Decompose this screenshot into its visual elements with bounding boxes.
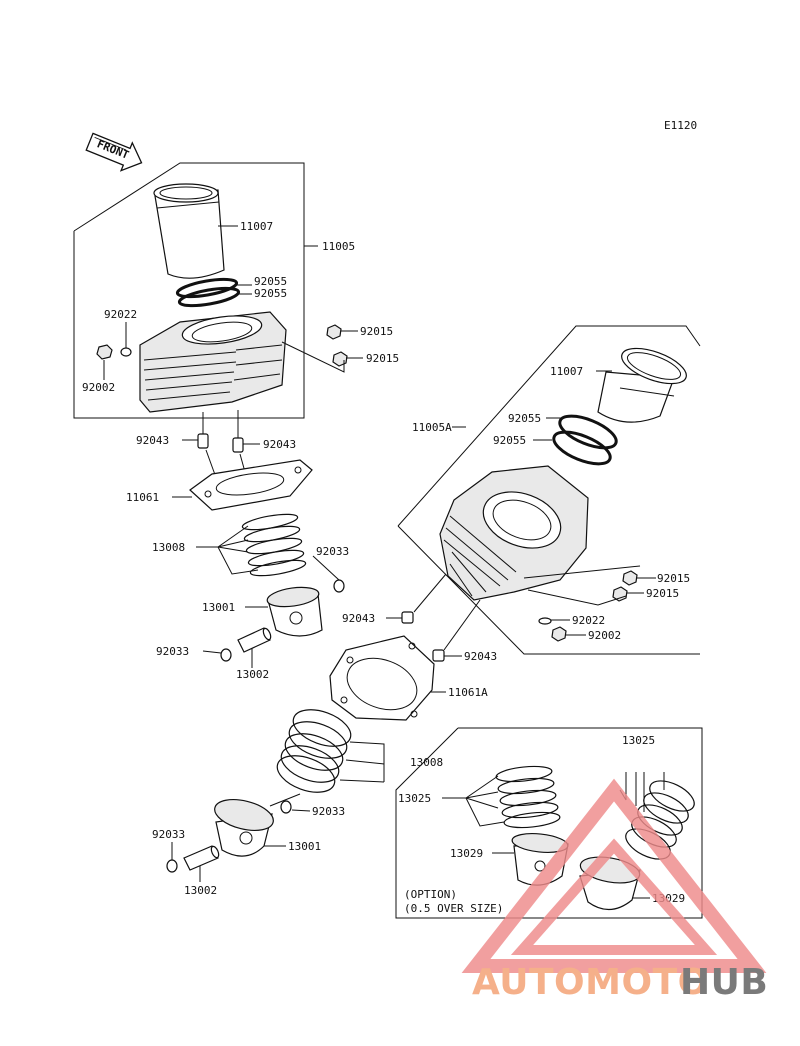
nut-92015-rear-a — [622, 570, 638, 586]
label-13008-front: 13008 — [152, 541, 185, 554]
label-92015-rear-1: 92015 — [657, 572, 690, 585]
cylinder-liner-front — [153, 183, 225, 279]
base-gasket-rear — [329, 635, 435, 721]
circlip-rear-b — [166, 859, 178, 873]
diagram-code: E1120 — [664, 119, 697, 132]
label-92022-rear: 92022 — [572, 614, 605, 627]
cylinder-block-front — [139, 311, 287, 413]
label-11005A: 11005A — [412, 421, 452, 434]
label-92002-rear: 92002 — [588, 629, 621, 642]
label-92015-rear-2: 92015 — [646, 587, 679, 600]
label-92033-front-1: 92033 — [316, 545, 349, 558]
front-cylinder-frame — [73, 162, 318, 419]
label-11007-rear: 11007 — [550, 365, 583, 378]
circlip-front-b — [220, 648, 232, 662]
bolt-92002-front — [96, 344, 113, 360]
label-13029-option-left: 13029 — [450, 847, 483, 860]
watermark-logo — [461, 778, 767, 973]
piston-rings-front — [241, 513, 307, 577]
label-13025-option-left: 13025 — [398, 792, 431, 805]
label-13002-rear: 13002 — [184, 884, 217, 897]
label-92022-front: 92022 — [104, 308, 137, 321]
label-13025-option-right: 13025 — [622, 734, 655, 747]
label-92015-front-2: 92015 — [366, 352, 399, 365]
label-92055-front-1: 92055 — [254, 275, 287, 288]
nut-92015-front-a — [326, 324, 342, 340]
label-13001-front: 13001 — [202, 601, 235, 614]
dowel-pins-front — [197, 433, 244, 453]
nut-92015-front-b — [332, 351, 348, 367]
label-92055-front-2: 92055 — [254, 287, 287, 300]
piston-pin-front — [237, 627, 272, 653]
washer-92022-rear — [538, 617, 552, 625]
label-92043-rear-2: 92043 — [464, 650, 497, 663]
o-rings-rear — [552, 414, 618, 466]
label-92055-rear-2: 92055 — [493, 434, 526, 447]
option-note-line2: (0.5 OVER SIZE) — [404, 902, 503, 915]
cylinder-liner-rear — [597, 347, 687, 423]
label-92033-rear-2: 92033 — [152, 828, 185, 841]
label-92055-rear-1: 92055 — [508, 412, 541, 425]
label-92043-front-1: 92043 — [136, 434, 169, 447]
label-92015-front-1: 92015 — [360, 325, 393, 338]
option-piston-left — [511, 832, 569, 886]
label-13008-rear: 13008 — [410, 756, 443, 769]
circlip-front-a — [333, 579, 345, 593]
option-rings-left — [495, 765, 561, 829]
front-arrow-icon — [85, 132, 143, 172]
rear-cylinder-frame — [397, 325, 701, 655]
washer-92022-front — [120, 347, 132, 357]
label-11007-front: 11007 — [240, 220, 273, 233]
piston-rings-rear — [276, 709, 352, 793]
label-92002-front: 92002 — [82, 381, 115, 394]
label-92033-rear-1: 92033 — [312, 805, 345, 818]
o-rings-front — [175, 277, 241, 308]
label-11061A: 11061A — [448, 686, 488, 699]
dowel-pins-rear — [401, 611, 445, 662]
cylinder-block-rear — [439, 465, 589, 601]
watermark-text-hub: HUB — [680, 962, 768, 1003]
piston-pin-rear — [183, 845, 220, 871]
label-13001-rear: 13001 — [288, 840, 321, 853]
label-11005: 11005 — [322, 240, 355, 253]
label-92043-rear-1: 92043 — [342, 612, 375, 625]
bolt-92002-rear — [551, 626, 567, 642]
nut-92015-rear-b — [612, 586, 628, 602]
piston-rear — [214, 798, 274, 857]
label-92033-front-2: 92033 — [156, 645, 189, 658]
label-13002-front: 13002 — [236, 668, 269, 681]
option-note-line1: (OPTION) — [404, 888, 457, 901]
circlip-rear-a — [280, 800, 292, 814]
watermark-text-auto: AUTOMOTO — [472, 962, 709, 1003]
base-gasket-front — [189, 459, 313, 511]
label-11061: 11061 — [126, 491, 159, 504]
label-92043-front-2: 92043 — [263, 438, 296, 451]
piston-front — [266, 586, 323, 637]
